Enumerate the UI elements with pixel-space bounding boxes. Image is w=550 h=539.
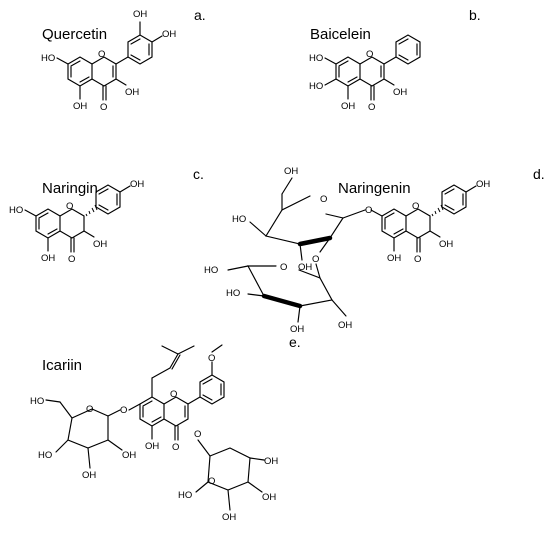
rhamnose-hydroxyl-c-label: OH	[290, 324, 304, 335]
rhamnose-hydroxyl-d-label: OH	[338, 320, 352, 331]
hydroxyl-7-label: HO	[309, 53, 323, 64]
compound-name-baicelein: Baicelein	[310, 26, 371, 43]
structure-naringin: O O OH OH HO OH	[9, 179, 144, 265]
compound-name-naringin: Naringin	[42, 180, 98, 197]
hydroxyl-3-label: OH	[393, 87, 407, 98]
hydroxyl-4prime-label: OH	[130, 179, 144, 190]
compound-name-quercetin: Quercetin	[42, 26, 108, 43]
ring-oxygen-label: O	[366, 49, 373, 60]
glucose-hydroxyl-6-label: OH	[284, 166, 298, 177]
ring-oxygen-label: O	[170, 389, 177, 400]
carbonyl-oxygen-label: O	[68, 254, 75, 265]
rhamnose-ring-oxygen-label: O	[208, 476, 215, 487]
ring-oxygen-label: O	[98, 49, 105, 60]
glycosidic-oxygen-7-label: O	[120, 405, 127, 416]
hydroxyl-5-label: OH	[387, 253, 401, 264]
methoxy-oxygen-label: O	[208, 353, 215, 364]
glycosidic-oxygen-label: O	[365, 205, 372, 216]
carbonyl-oxygen-label: O	[172, 442, 179, 453]
structure-baicelein: O O OH OH HO HO	[309, 34, 421, 113]
panel-label-e: e.	[289, 334, 301, 350]
rhamnose-hydroxyl-a-label: OH	[264, 456, 278, 467]
hydroxyl-7-label: HO	[41, 53, 55, 64]
glucose-hydroxyl-3-label: OH	[82, 470, 96, 481]
hydroxyl-3-label: OH	[439, 239, 453, 250]
rhamnose-hydroxyl-c-label: OH	[222, 512, 236, 523]
ring-oxygen-label: O	[412, 201, 419, 212]
hydroxyl-3-label: OH	[125, 87, 139, 98]
panel-label-b: b.	[469, 7, 481, 23]
hydroxyl-3-label: OH	[93, 239, 107, 250]
glucose-ring-oxygen-label: O	[320, 194, 327, 205]
compound-name-icariin: Icariin	[42, 357, 83, 374]
hydroxyl-5-label: OH	[41, 253, 55, 264]
glucose-hydroxyl-4-label: HO	[232, 214, 246, 225]
panel-label-d: d.	[533, 166, 545, 182]
hydroxyl-5-label: OH	[341, 101, 355, 112]
glucose-hydroxyl-6-label: HO	[30, 396, 44, 407]
glucose-hydroxyl-4-label: HO	[38, 450, 52, 461]
compound-name-naringenin: Naringenin	[338, 180, 411, 197]
carbonyl-oxygen-label: O	[100, 102, 107, 113]
panel-label-a: a.	[194, 7, 206, 23]
glucose-hydroxyl-3-label: OH	[298, 262, 312, 273]
rhamnose-hydroxyl-a-label: HO	[204, 265, 218, 276]
rhamnose-hydroxyl-b-label: OH	[262, 492, 276, 503]
glucose-ring-oxygen-label: O	[86, 404, 93, 415]
rhamnose-ring-oxygen-label: O	[280, 262, 287, 273]
hydroxyl-5-label: OH	[73, 101, 87, 112]
ring-oxygen-label: O	[66, 201, 73, 212]
structure-quercetin: O O OH OH HO OH OH	[41, 9, 176, 113]
hydroxyl-5-label: OH	[145, 441, 159, 452]
glucose-hydroxyl-2-label: OH	[122, 450, 136, 461]
glycosidic-oxygen-3-label: O	[194, 429, 201, 440]
hydroxyl-4prime-label: OH	[162, 29, 176, 40]
glucose-oxygen-2-label: O	[312, 254, 319, 265]
carbonyl-oxygen-label: O	[414, 254, 421, 265]
hydroxyl-6-label: HO	[309, 81, 323, 92]
carbonyl-oxygen-label: O	[368, 102, 375, 113]
rhamnose-hydroxyl-b-label: HO	[226, 288, 240, 299]
hydroxyl-3prime-label: OH	[133, 9, 147, 20]
panel-label-c: c.	[193, 166, 204, 182]
hydroxyl-4prime-label: OH	[476, 179, 490, 190]
hydroxyl-7-label: HO	[9, 205, 23, 216]
rhamnose-hydroxyl-d-label: HO	[178, 490, 192, 501]
structure-naringenin: O O OH OH OH O O OH HO OH O	[204, 166, 490, 335]
structure-icariin: O O OH O O O O HO HO OH OH	[30, 344, 278, 523]
